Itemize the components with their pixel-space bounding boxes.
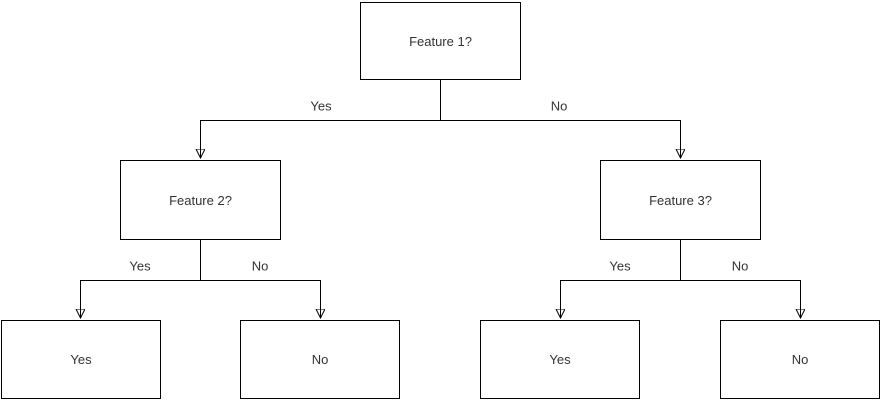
node-label: No: [311, 352, 329, 367]
node-leaf-left-yes: Yes: [1, 320, 161, 399]
edge-label-feature3-yes: Yes: [607, 258, 633, 274]
node-label: Yes: [549, 352, 571, 367]
edge-feature3-yes: [561, 240, 681, 318]
node-label: No: [791, 352, 809, 367]
edge-feature1-yes: [201, 80, 441, 158]
node-label: Feature 2?: [169, 192, 232, 208]
edge-feature3-no: [680, 240, 801, 318]
node-label: Feature 1?: [409, 33, 472, 49]
edge-label-feature2-no: No: [249, 258, 271, 274]
edge-label-feature1-no: No: [548, 98, 570, 114]
edge-label-feature1-yes: Yes: [308, 98, 334, 114]
edge-feature2-no: [200, 240, 321, 318]
node-label: Feature 3?: [649, 192, 712, 208]
node-feature-2: Feature 2?: [120, 160, 281, 240]
node-leaf-right-no: No: [720, 320, 880, 399]
edge-label-feature3-no: No: [729, 258, 751, 274]
edge-feature1-no: [440, 80, 681, 158]
node-leaf-left-no: No: [240, 320, 400, 399]
node-feature-3: Feature 3?: [600, 160, 761, 240]
node-feature-1: Feature 1?: [360, 2, 521, 80]
edge-feature2-yes: [81, 240, 201, 318]
node-leaf-right-yes: Yes: [480, 320, 640, 399]
node-label: Yes: [70, 352, 92, 367]
edge-label-feature2-yes: Yes: [127, 258, 153, 274]
